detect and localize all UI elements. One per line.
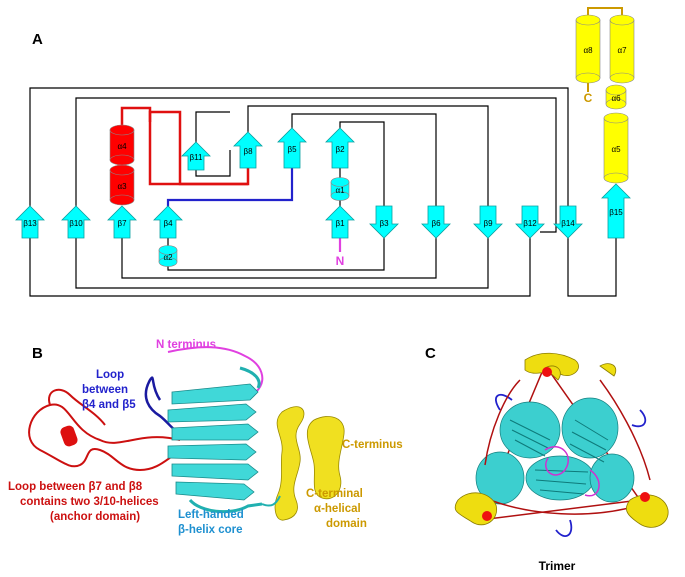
helix-label: α1 [335,186,345,195]
core-label-2: β-helix core [178,524,243,536]
c-domain-label-3: domain [326,518,367,530]
helix-α1: α1 [330,177,350,201]
helix-label: α8 [583,46,593,55]
strand-label: β8 [243,147,253,156]
panel-b-letter: B [32,345,43,362]
strand-β1: β1 [325,205,355,239]
strand-label: β11 [190,153,203,162]
strand-label: β3 [379,219,389,228]
panel-a-letter: A [32,31,43,48]
c-domain-label-1: C-terminal [306,488,363,500]
loop-b7-b8-label-2: contains two 3/10-helices [20,496,159,508]
strand-β15: β15 [601,183,631,239]
strand-β5: β5 [277,127,307,169]
strand-β2: β2 [325,127,355,169]
strand-label: β5 [287,145,297,154]
trimer-label: Trimer [539,559,576,573]
loop-b4-b5-path [166,160,294,210]
helix-α5: α5 [603,112,629,184]
strand-label: β2 [335,145,345,154]
helix-label: α3 [117,182,127,191]
strand-label: β6 [431,219,441,228]
c-domain-label-2: α-helical [314,503,361,515]
strand-β9: β9 [473,205,503,239]
core-label-1: Left-handed [178,509,244,521]
loop-b7-b8-path-2 [120,106,248,186]
strand-label: β9 [483,219,493,228]
strand-label: β10 [69,219,83,228]
loop-b7-b8-label-3: (anchor domain) [50,511,140,523]
c-terminus-label: C-terminus [342,439,403,451]
strand-β6: β6 [421,205,451,239]
strand-label: β1 [335,219,345,228]
loop-b7-b8-label-1: Loop between β7 and β8 [8,481,143,493]
strand-β3: β3 [369,205,399,239]
helix-label: α6 [611,94,621,103]
strand-β7: β7 [107,205,137,239]
topology-connections [29,87,617,297]
strand-label: β4 [163,219,173,228]
helix-α3: α3 [109,164,135,206]
strand-label: β15 [609,208,623,217]
helix-label: α5 [611,145,621,154]
monomer-ribbon [28,346,345,521]
helix-label: α2 [163,253,173,262]
n-label: N [336,254,345,268]
helix-α8: α8 [575,14,601,84]
loop-b4-b5-label-3: β4 and β5 [82,399,136,411]
strand-β14: β14 [553,205,583,239]
helix-α4: α4 [109,124,135,166]
trimer-ribbon [454,352,669,537]
strand-label: β7 [117,219,127,228]
helix-α7: α7 [609,14,635,84]
strand-label: β14 [561,219,575,228]
strand-β8: β8 [233,131,263,169]
strand-β10: β10 [61,205,91,239]
strand-label: β13 [23,219,37,228]
helix-label: α4 [117,142,127,151]
strand-β12: β12 [515,205,545,239]
helix-α2: α2 [158,245,178,267]
loop-b4-b5-label-1: Loop [96,369,124,381]
strand-β11: β11 [181,141,211,171]
strand-β13: β13 [15,205,45,239]
helix-label: α7 [617,46,627,55]
panel-c-letter: C [425,345,436,362]
strand-label: β12 [523,219,537,228]
loop-b4-b5-label-2: between [82,384,128,396]
c-label: C [584,91,593,105]
n-terminus-label: N terminus [156,339,216,351]
helix-α6: α6 [605,84,627,110]
strand-β4: β4 [153,205,183,239]
